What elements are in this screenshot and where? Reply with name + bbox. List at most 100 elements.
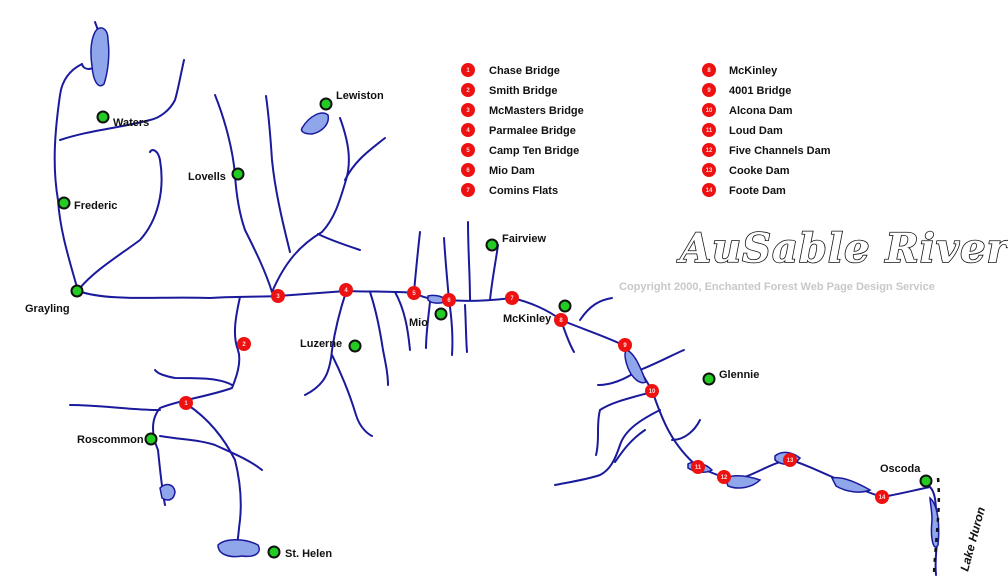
marker-3[interactable]: 3 xyxy=(271,289,285,303)
legend-label: McMasters Bridge xyxy=(489,105,584,117)
marker-number: 12 xyxy=(721,475,728,481)
town-label: Glennie xyxy=(719,369,759,381)
marker-1[interactable]: 1 xyxy=(179,396,193,410)
legend-dot xyxy=(702,63,716,77)
n-tributary-3 xyxy=(317,233,361,251)
south-branch xyxy=(152,296,241,506)
marker-5[interactable]: 5 xyxy=(407,286,421,300)
marker-12[interactable]: 12 xyxy=(717,470,731,484)
town-waters[interactable]: Waters xyxy=(96,110,150,130)
town-label: Lewiston xyxy=(336,90,384,102)
town-grayling[interactable]: Grayling xyxy=(25,284,84,316)
town-label: Roscommon xyxy=(77,434,144,446)
marker-14[interactable]: 14 xyxy=(875,490,889,504)
town-st-helen[interactable]: St. Helen xyxy=(267,545,333,561)
lake-margrethe xyxy=(90,27,110,87)
legend-number: 3 xyxy=(466,108,470,114)
lakes xyxy=(90,27,940,558)
marker-dot xyxy=(875,490,889,504)
marker-2[interactable]: 2 xyxy=(237,337,251,351)
town-label: Luzerne xyxy=(300,338,342,350)
legend-number: 12 xyxy=(706,148,713,154)
mio-trib-north-4 xyxy=(489,244,499,301)
legend-number: 10 xyxy=(706,108,713,114)
marker-number: 1 xyxy=(184,401,188,407)
marker-7[interactable]: 7 xyxy=(505,291,519,305)
luzerne-branch xyxy=(304,291,347,396)
mckinley-trib-2 xyxy=(579,297,613,321)
town-label: St. Helen xyxy=(285,548,332,560)
legend-dot xyxy=(702,143,716,157)
legend-label: Comins Flats xyxy=(489,185,558,197)
copyright-notice: Copyright 2000, Enchanted Forest Web Pag… xyxy=(619,281,935,293)
town-glennie[interactable]: Glennie xyxy=(702,369,760,386)
main-river xyxy=(77,290,939,576)
legend-number: 13 xyxy=(706,168,713,174)
legend-label: 4001 Bridge xyxy=(729,85,791,97)
foote-pond xyxy=(830,476,872,493)
legend-label: Camp Ten Bridge xyxy=(489,145,579,157)
town-marker xyxy=(702,372,716,386)
lewiston-branch xyxy=(271,117,350,293)
legend-item-6: 6 Mio Dam xyxy=(461,163,535,177)
marker-number: 11 xyxy=(695,465,702,471)
town-roscommon[interactable]: Roscommon xyxy=(77,432,158,447)
marker-dot xyxy=(645,384,659,398)
town-mio[interactable]: Mio xyxy=(409,307,448,330)
town-marker xyxy=(70,284,84,298)
marker-number: 14 xyxy=(879,495,886,501)
town-mckinley[interactable]: McKinley xyxy=(503,299,572,326)
lake-huron-label: Lake Huron xyxy=(957,505,988,572)
marker-6[interactable]: 6 xyxy=(442,293,456,307)
marker-10[interactable]: 10 xyxy=(645,384,659,398)
mio-trib-north-3 xyxy=(467,221,471,301)
town-fairview[interactable]: Fairview xyxy=(485,233,547,252)
towns: Waters Lewiston Lovells Frederic Graylin… xyxy=(25,90,933,561)
town-lovells[interactable]: Lovells xyxy=(188,167,245,184)
marker-11[interactable]: 11 xyxy=(691,460,705,474)
mio-trib-south-3 xyxy=(425,301,431,349)
legend-dot xyxy=(702,103,716,117)
marker-8[interactable]: 8 xyxy=(554,313,568,327)
town-marker xyxy=(57,196,71,210)
marker-number: 9 xyxy=(623,343,627,349)
legend-item-5: 5 Camp Ten Bridge xyxy=(461,143,579,157)
legend-label: Alcona Dam xyxy=(729,105,793,117)
s-tributary-2 xyxy=(159,435,263,471)
town-lewiston[interactable]: Lewiston xyxy=(319,90,384,111)
glennie-trib-5 xyxy=(671,419,701,441)
marker-4[interactable]: 4 xyxy=(339,283,353,297)
marker-number: 8 xyxy=(559,318,563,324)
alcona-pond xyxy=(624,349,647,384)
town-oscoda[interactable]: Oscoda xyxy=(880,463,933,488)
town-frederic[interactable]: Frederic xyxy=(57,196,118,213)
legend-label: Mio Dam xyxy=(489,165,535,177)
legend-label: McKinley xyxy=(729,65,778,77)
glennie-trib-4 xyxy=(554,409,661,486)
legend-number: 5 xyxy=(466,148,470,154)
town-label: McKinley xyxy=(503,313,552,325)
town-label: Oscoda xyxy=(880,463,921,475)
legend-number: 6 xyxy=(466,168,470,174)
lake-roscommon xyxy=(159,483,176,501)
legend-dot xyxy=(461,143,475,157)
town-luzerne[interactable]: Luzerne xyxy=(300,338,362,353)
town-label: Waters xyxy=(113,117,149,129)
north-branch xyxy=(53,63,83,292)
marker-9[interactable]: 9 xyxy=(618,338,632,352)
c-tributary-1 xyxy=(369,291,389,386)
town-label: Grayling xyxy=(25,303,70,315)
five-channels-pond xyxy=(724,475,762,489)
marker-13[interactable]: 13 xyxy=(783,453,797,467)
marker-dot xyxy=(339,283,353,297)
n-tributary-1 xyxy=(265,95,291,253)
marker-dot xyxy=(717,470,731,484)
